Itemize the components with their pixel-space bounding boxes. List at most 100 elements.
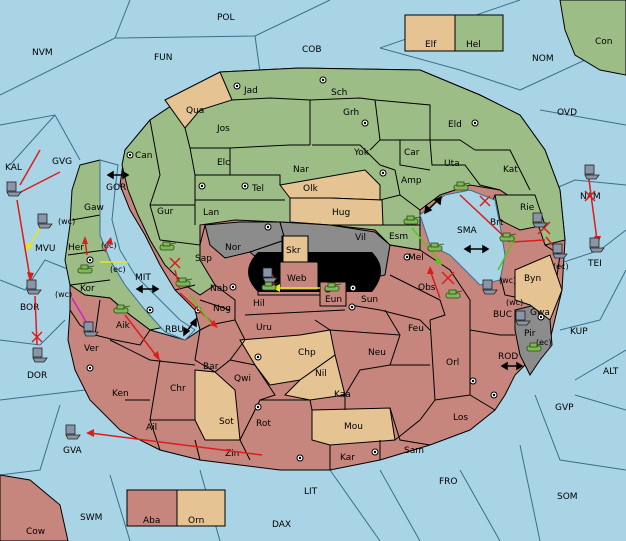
label-elc: Elc	[217, 158, 230, 168]
fleet-unit	[589, 237, 605, 253]
fleet-units	[6, 164, 605, 440]
label-ail: Ail	[146, 423, 157, 433]
label-mit: MIT	[135, 273, 151, 283]
label-mvu: MVU	[35, 244, 56, 254]
fleet-unit	[515, 310, 531, 326]
legend-orn: Orn	[188, 516, 204, 526]
label-cow: Cow	[26, 527, 45, 537]
region-nil[interactable]	[283, 354, 346, 401]
legend-elf: Elf	[425, 40, 437, 50]
label-kal: KAL	[5, 163, 22, 173]
coast-tag-byn-ec: (ec)	[553, 262, 569, 271]
label-ver: Ver	[84, 344, 99, 354]
label-vil: Vil	[355, 233, 366, 243]
fleet-unit	[552, 243, 568, 259]
label-hug: Hug	[332, 208, 350, 218]
label-chr: Chr	[170, 384, 186, 394]
army-unit	[113, 304, 131, 314]
label-yok: Yok	[353, 148, 370, 158]
label-neu: Neu	[368, 348, 386, 358]
label-kaa: Kaa	[334, 390, 351, 400]
region-cow[interactable]	[0, 474, 69, 541]
region-skr-inner[interactable]	[282, 235, 309, 263]
label-nog: Nog	[213, 304, 231, 314]
label-amp: Amp	[401, 176, 422, 186]
region-qua[interactable]	[164, 71, 233, 129]
label-grh: Grh	[343, 108, 359, 118]
coast-tag-mvu-wc: (wc)	[58, 217, 75, 226]
label-ost: Ost	[316, 257, 332, 267]
coast-tag-kor-wc: (wc)	[55, 290, 72, 299]
legend-top: Elf Hel	[404, 14, 504, 52]
label-jad: Jad	[243, 86, 258, 96]
label-dor: DOR	[27, 371, 47, 381]
label-ovd: OVD	[557, 108, 577, 118]
region-rie[interactable]	[494, 194, 546, 231]
army-unit	[261, 281, 279, 291]
label-car: Car	[404, 148, 420, 158]
region-mou[interactable]	[311, 407, 396, 446]
label-gwa: Gwa	[530, 308, 550, 318]
orders	[14, 149, 598, 456]
label-brt: Brt	[490, 218, 504, 228]
label-feu: Feu	[408, 324, 424, 334]
label-gva: GVA	[63, 446, 83, 456]
label-som: SOM	[557, 492, 578, 502]
fleet-unit	[262, 267, 278, 283]
label-nvm: NVM	[32, 48, 53, 58]
label-lan: Lan	[203, 208, 219, 218]
label-chp: Chp	[298, 348, 316, 358]
army-unit	[445, 289, 463, 299]
label-gvg: GVG	[52, 157, 72, 167]
coast-tags: (wc) (ec) (ec) (wc) (wc) (ec) (wc) (ec)	[55, 217, 569, 347]
failed-order-marks	[31, 190, 596, 343]
label-swm: SWM	[80, 513, 102, 523]
label-bor: BOR	[20, 303, 39, 313]
label-dax: DAX	[272, 520, 291, 530]
sea-sma-inlet	[419, 189, 506, 286]
label-sun: Sun	[361, 295, 378, 305]
label-jos: Jos	[216, 124, 230, 134]
army-unit	[175, 277, 193, 287]
army-unit	[77, 264, 95, 274]
label-qwi: Qwi	[234, 374, 251, 384]
label-aik: Aik	[116, 321, 131, 331]
fleet-unit	[6, 181, 22, 197]
label-kup: KUP	[570, 327, 588, 337]
label-obs: Obs	[418, 283, 436, 293]
region-gwa[interactable]	[514, 254, 563, 321]
label-sot: Sot	[219, 417, 234, 427]
label-rot: Rot	[256, 419, 271, 429]
label-nil: Nil	[315, 369, 327, 379]
label-gor: GOR	[106, 183, 126, 193]
coast-tag-her-ec: (ec)	[101, 241, 117, 250]
label-nab: Nab	[210, 284, 228, 294]
fleet-unit	[65, 424, 81, 440]
label-uta: Uta	[444, 159, 460, 169]
label-con: Con	[595, 37, 613, 47]
army-unit	[324, 282, 342, 292]
label-byn: Byn	[524, 274, 541, 284]
fleet-unit	[532, 212, 548, 228]
label-los: Los	[453, 413, 468, 423]
label-kor: Kor	[80, 284, 95, 294]
label-cob: COB	[302, 45, 322, 55]
sea-mit-inlet	[99, 159, 196, 341]
label-nar: Nar	[293, 165, 309, 175]
label-rod: ROD	[498, 352, 518, 362]
label-gur: Gur	[157, 207, 174, 217]
label-rie: Rie	[520, 203, 535, 213]
fleet-unit	[26, 279, 42, 295]
army-unit	[159, 241, 177, 251]
fleet-unit	[37, 213, 53, 229]
label-tei: TEI	[587, 259, 602, 269]
label-kar: Kar	[340, 453, 355, 463]
label-orl: Orl	[446, 358, 459, 368]
label-nom: NOM	[532, 54, 554, 64]
crossing-arrows	[106, 170, 524, 371]
label-qua: Qua	[186, 106, 204, 116]
region-con[interactable]	[559, 0, 626, 76]
coast-tag-gwa-wc: (wc)	[506, 298, 523, 307]
label-fun: FUN	[154, 53, 173, 63]
label-esm: Esm	[389, 232, 408, 242]
